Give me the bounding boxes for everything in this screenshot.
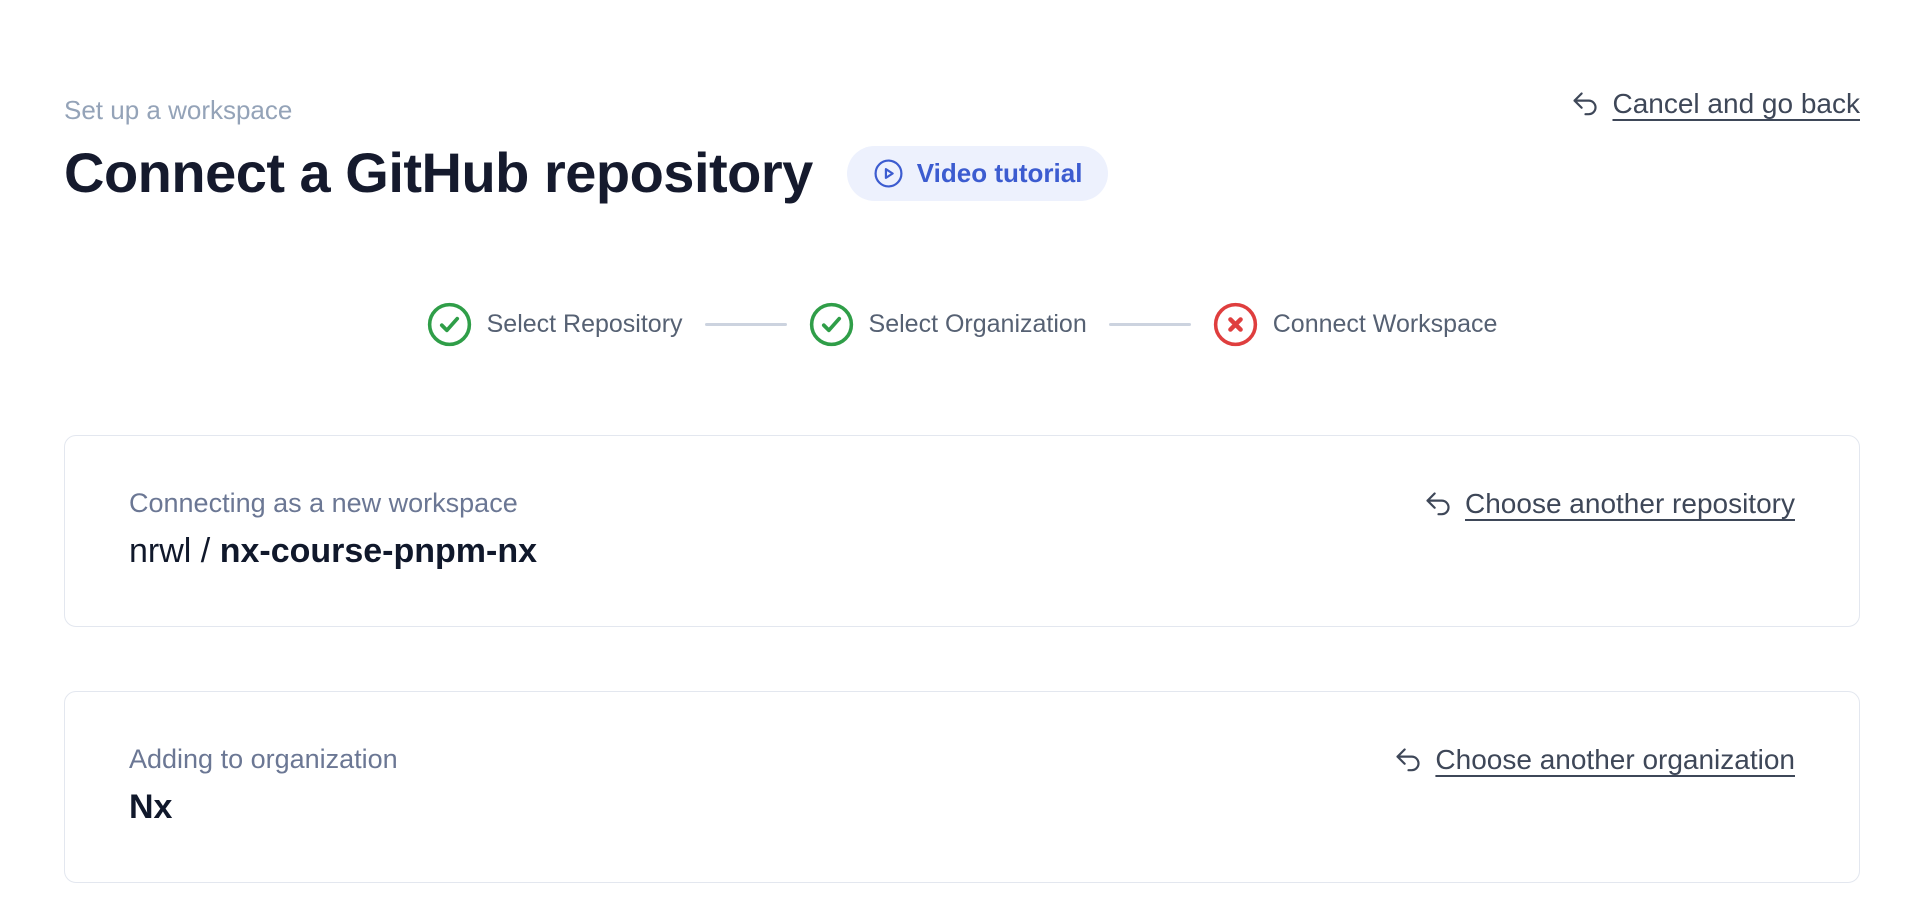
x-circle-icon	[1213, 302, 1258, 347]
play-circle-icon	[873, 158, 904, 189]
cancel-and-go-back-link[interactable]: Cancel and go back	[1570, 88, 1860, 120]
step-label: Connect Workspace	[1272, 310, 1498, 338]
repository-owner: nrwl /	[129, 532, 220, 570]
organization-name-text: Nx	[129, 788, 173, 826]
step-connect-workspace: Connect Workspace	[1213, 302, 1498, 347]
title-row: Connect a GitHub repository Video tutori…	[64, 142, 1860, 204]
step-select-organization: Select Organization	[809, 302, 1087, 347]
organization-name: Nx	[129, 786, 398, 828]
page-eyebrow: Set up a workspace	[64, 95, 293, 125]
connector-line	[1108, 323, 1191, 326]
video-tutorial-button[interactable]: Video tutorial	[846, 145, 1109, 201]
step-select-repository: Select Repository	[427, 302, 683, 347]
organization-card: Adding to organization Nx Choose another…	[64, 691, 1860, 883]
choose-another-organization-link[interactable]: Choose another organization	[1393, 744, 1795, 776]
organization-card-info: Adding to organization Nx	[129, 742, 398, 828]
arrow-uturn-left-icon	[1570, 89, 1601, 120]
video-tutorial-label: Video tutorial	[916, 157, 1083, 188]
repository-repo: nx-course-pnpm-nx	[219, 532, 538, 570]
step-label: Select Repository	[486, 310, 683, 338]
cancel-link-label: Cancel and go back	[1612, 88, 1860, 119]
repository-name: nrwl / nx-course-pnpm-nx	[129, 530, 537, 572]
repository-card: Connecting as a new workspace nrwl / nx-…	[64, 435, 1860, 627]
choose-organization-link-label: Choose another organization	[1435, 744, 1795, 775]
connector-line	[704, 323, 787, 326]
organization-card-label: Adding to organization	[129, 744, 398, 774]
step-label: Select Organization	[868, 310, 1087, 338]
page-title: Connect a GitHub repository	[64, 141, 813, 204]
choose-another-repository-link[interactable]: Choose another repository	[1423, 488, 1795, 520]
choose-repository-link-label: Choose another repository	[1465, 488, 1795, 519]
arrow-uturn-left-icon	[1393, 745, 1424, 776]
repository-card-label: Connecting as a new workspace	[129, 488, 518, 518]
check-circle-icon	[427, 302, 472, 347]
repository-card-info: Connecting as a new workspace nrwl / nx-…	[129, 486, 537, 572]
check-circle-icon	[809, 302, 854, 347]
setup-stepper: Select Repository Select Organization Co…	[64, 302, 1860, 347]
arrow-uturn-left-icon	[1423, 489, 1454, 520]
